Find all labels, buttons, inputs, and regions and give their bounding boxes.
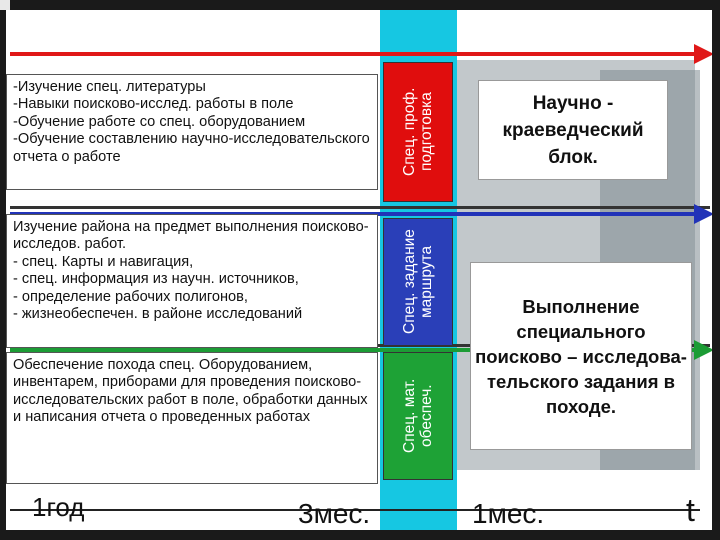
- frame-top: [0, 0, 720, 10]
- frame-bottom: [0, 530, 720, 540]
- timeline-axis-label: t: [686, 492, 695, 528]
- frame-left: [0, 0, 6, 540]
- label-prof-preparation: Спец. проф. подготовка: [383, 62, 453, 202]
- block-equipment: Обеспечение похода спец. Оборудованием, …: [6, 352, 378, 484]
- block-study-literature: -Изучение спец. литературы -Навыки поиск…: [6, 74, 378, 190]
- timeline-year: 1год: [32, 492, 85, 522]
- separator-line: [10, 206, 710, 209]
- corner-mark: [0, 0, 10, 10]
- frame-right: [712, 0, 720, 540]
- label-prof-preparation-text: Спец. проф. подготовка: [401, 87, 435, 177]
- time-axis: [10, 509, 700, 511]
- green-arrow: [10, 340, 714, 360]
- label-route-task: Спец. задание маршрута: [383, 218, 453, 346]
- label-material-support-text: Спец. мат. обеспеч.: [401, 378, 435, 454]
- red-arrow: [10, 44, 714, 64]
- block-study-region: Изучение района на предмет выполнения по…: [6, 214, 378, 348]
- timeline-1-month: 1мес.: [472, 498, 545, 529]
- timeline-3-months: 3мес.: [298, 498, 371, 529]
- label-material-support: Спец. мат. обеспеч.: [383, 352, 453, 480]
- execution-block: Выполнение специального поисково – иссле…: [470, 262, 692, 450]
- science-block: Научно - краеведческий блок.: [478, 80, 668, 180]
- label-route-task-text: Спец. задание маршрута: [401, 229, 435, 335]
